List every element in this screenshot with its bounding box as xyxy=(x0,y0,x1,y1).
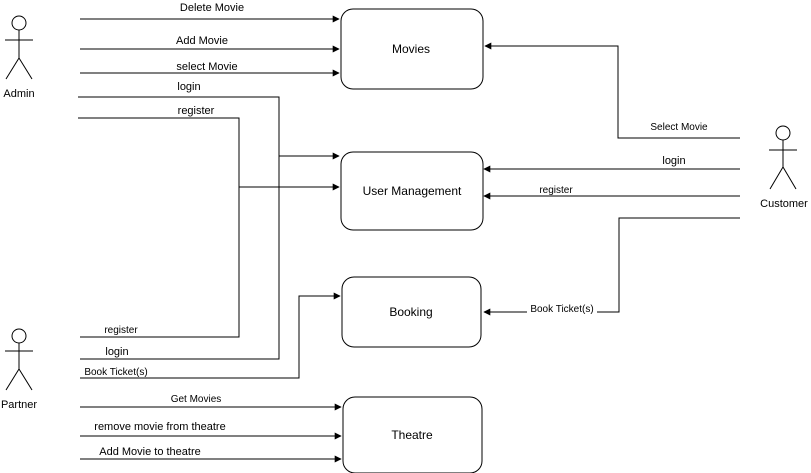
admin-add-movie-label: Add Movie xyxy=(176,35,228,47)
user-management-box-label: User Management xyxy=(363,184,462,198)
theatre-box: Theatre xyxy=(342,396,483,473)
admin-login-edge xyxy=(78,96,340,160)
customer-actor-label: Customer xyxy=(760,198,808,210)
customer-book-tickets-label-bg xyxy=(527,302,597,314)
partner-register-edge xyxy=(80,187,240,338)
booking-box: Booking xyxy=(341,276,482,348)
partner-get-movies-label: Get Movies xyxy=(171,394,222,405)
admin-actor-icon xyxy=(5,15,33,80)
movies-box-label: Movies xyxy=(392,42,430,56)
partner-login-edge xyxy=(80,156,280,360)
movies-box: Movies xyxy=(340,8,484,90)
customer-book-tickets-label: Book Ticket(s) xyxy=(530,304,593,315)
customer-select-movie-label: Select Movie xyxy=(650,122,708,133)
partner-register-label: register xyxy=(104,325,138,336)
customer-book-tickets-edge xyxy=(483,217,740,316)
admin-actor-label: Admin xyxy=(3,88,34,100)
customer-login-label: login xyxy=(662,155,685,167)
booking-box-label: Booking xyxy=(389,305,432,319)
partner-add-movie-label: Add Movie to theatre xyxy=(99,446,201,458)
partner-actor-icon xyxy=(5,328,33,391)
admin-delete-movie-label: Delete Movie xyxy=(180,2,244,14)
partner-actor-label: Partner xyxy=(1,399,37,411)
theatre-box-label: Theatre xyxy=(391,428,433,442)
partner-book-tickets-label: Book Ticket(s) xyxy=(84,367,147,378)
admin-register-label: register xyxy=(178,105,215,117)
admin-register-edge xyxy=(78,117,340,191)
user-management-box: User Management xyxy=(340,151,484,231)
admin-login-label: login xyxy=(177,81,200,93)
customer-select-movie-edge xyxy=(484,42,740,139)
admin-select-movie-label: select Movie xyxy=(176,61,237,73)
partner-remove-movie-label: remove movie from theatre xyxy=(94,421,225,433)
customer-actor-icon xyxy=(769,125,797,190)
partner-book-tickets-edge xyxy=(80,292,341,379)
customer-register-label: register xyxy=(539,185,573,196)
partner-login-label: login xyxy=(105,346,128,358)
